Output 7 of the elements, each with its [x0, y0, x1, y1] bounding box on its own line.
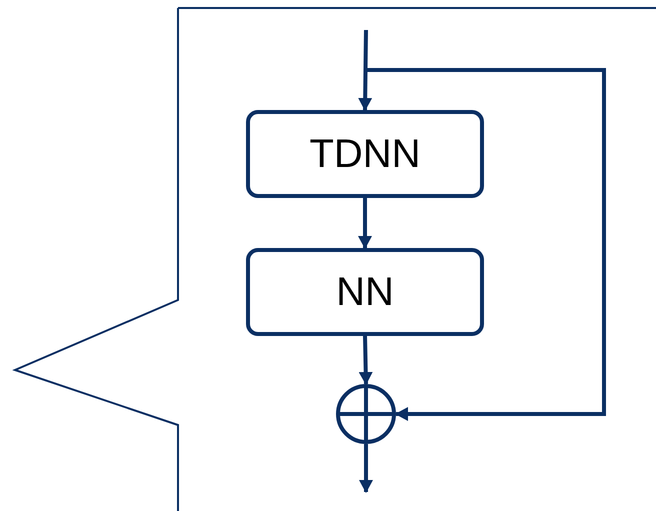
arrow: [358, 336, 373, 385]
arrow: [358, 198, 372, 249]
arrow: [366, 68, 606, 421]
arrow: [358, 30, 372, 111]
arrow: [359, 444, 373, 493]
process-box: TDNN: [246, 110, 484, 198]
process-box: NN: [246, 248, 484, 336]
